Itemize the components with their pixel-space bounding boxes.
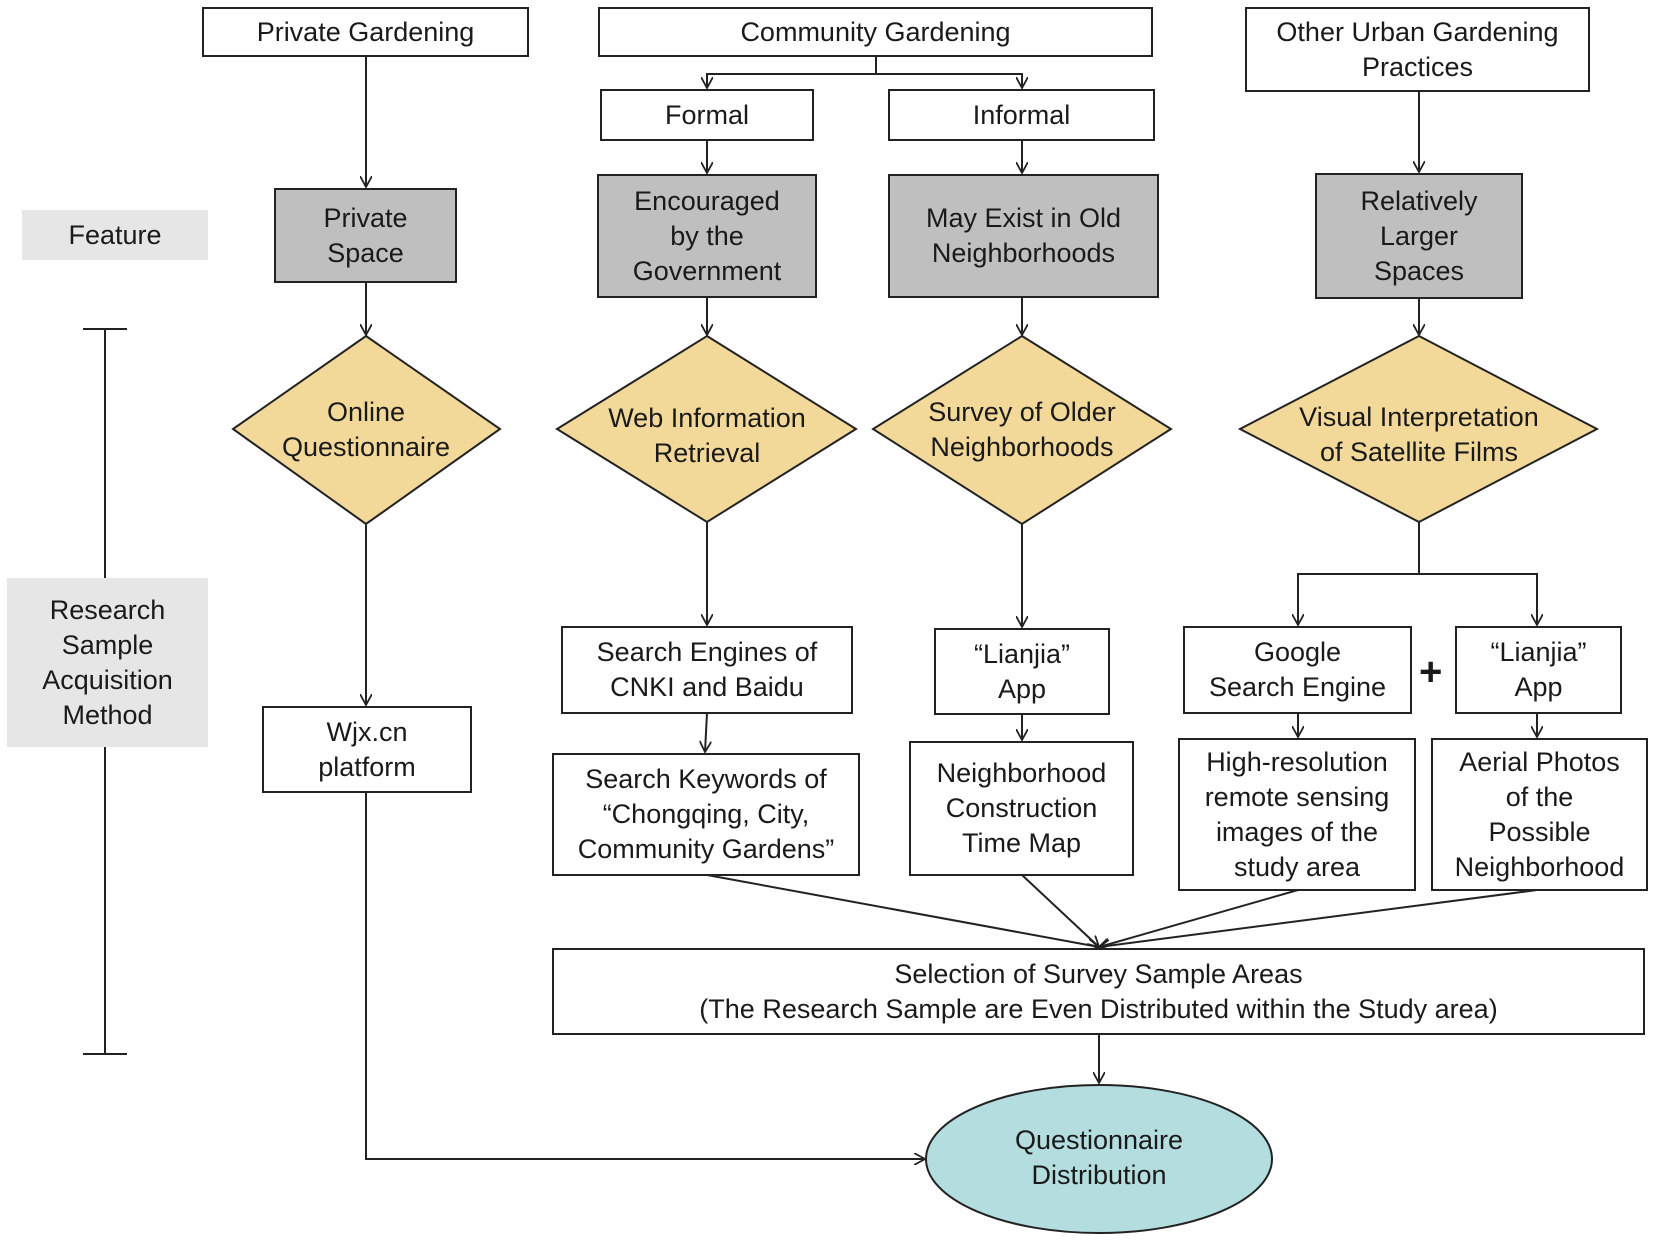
relatively-larger-spaces-box: Relatively Larger Spaces — [1315, 173, 1523, 299]
web-information-retrieval-text: Web Information Retrieval — [608, 403, 806, 468]
method-bracket — [83, 328, 127, 1055]
construction-time-map-box: Neighborhood Construction Time Map — [909, 741, 1134, 876]
remote-sensing-images-box: High-resolution remote sensing images of… — [1178, 738, 1416, 891]
method-label: Research Sample Acquisition Method — [7, 578, 208, 747]
encouraged-by-government-box: Encouraged by the Government — [597, 174, 817, 298]
feature-label: Feature — [22, 210, 208, 260]
private-space-box: Private Space — [274, 188, 457, 283]
search-keywords-box: Search Keywords of “Chongqing, City, Com… — [552, 753, 860, 876]
selection-of-survey-sample-areas-box: Selection of Survey Sample Areas (The Re… — [552, 948, 1645, 1035]
survey-older-neighborhoods-text: Survey of Older Neighborhoods — [928, 397, 1116, 462]
formal-box: Formal — [600, 89, 814, 141]
lianjia-app-box-1: “Lianjia” App — [934, 628, 1110, 715]
lianjia-app-box-2: “Lianjia” App — [1455, 626, 1622, 714]
google-search-engine-box: Google Search Engine — [1183, 626, 1412, 714]
aerial-photos-box: Aerial Photos of the Possible Neighborho… — [1431, 738, 1648, 891]
connectors — [366, 57, 1537, 1159]
private-gardening-box: Private Gardening — [202, 7, 529, 57]
online-questionnaire-text: Online Questionnaire — [281, 397, 451, 462]
old-neighborhoods-box: May Exist in Old Neighborhoods — [888, 174, 1159, 298]
informal-box: Informal — [888, 89, 1155, 141]
ellipse-questionnaire-distribution — [925, 1084, 1273, 1234]
community-gardening-box: Community Gardening — [598, 7, 1153, 57]
diamond-online-questionnaire — [231, 334, 502, 526]
other-urban-gardening-box: Other Urban Gardening Practices — [1245, 7, 1590, 92]
wjx-platform-box: Wjx.cn platform — [262, 706, 472, 793]
search-engines-box: Search Engines of CNKI and Baidu — [561, 626, 853, 714]
visual-interpretation-text: Visual Interpretation of Satellite Films — [1299, 402, 1539, 467]
plus-sign: + — [1419, 650, 1443, 694]
questionnaire-distribution-text: Questionnaire Distribution — [1014, 1125, 1184, 1190]
